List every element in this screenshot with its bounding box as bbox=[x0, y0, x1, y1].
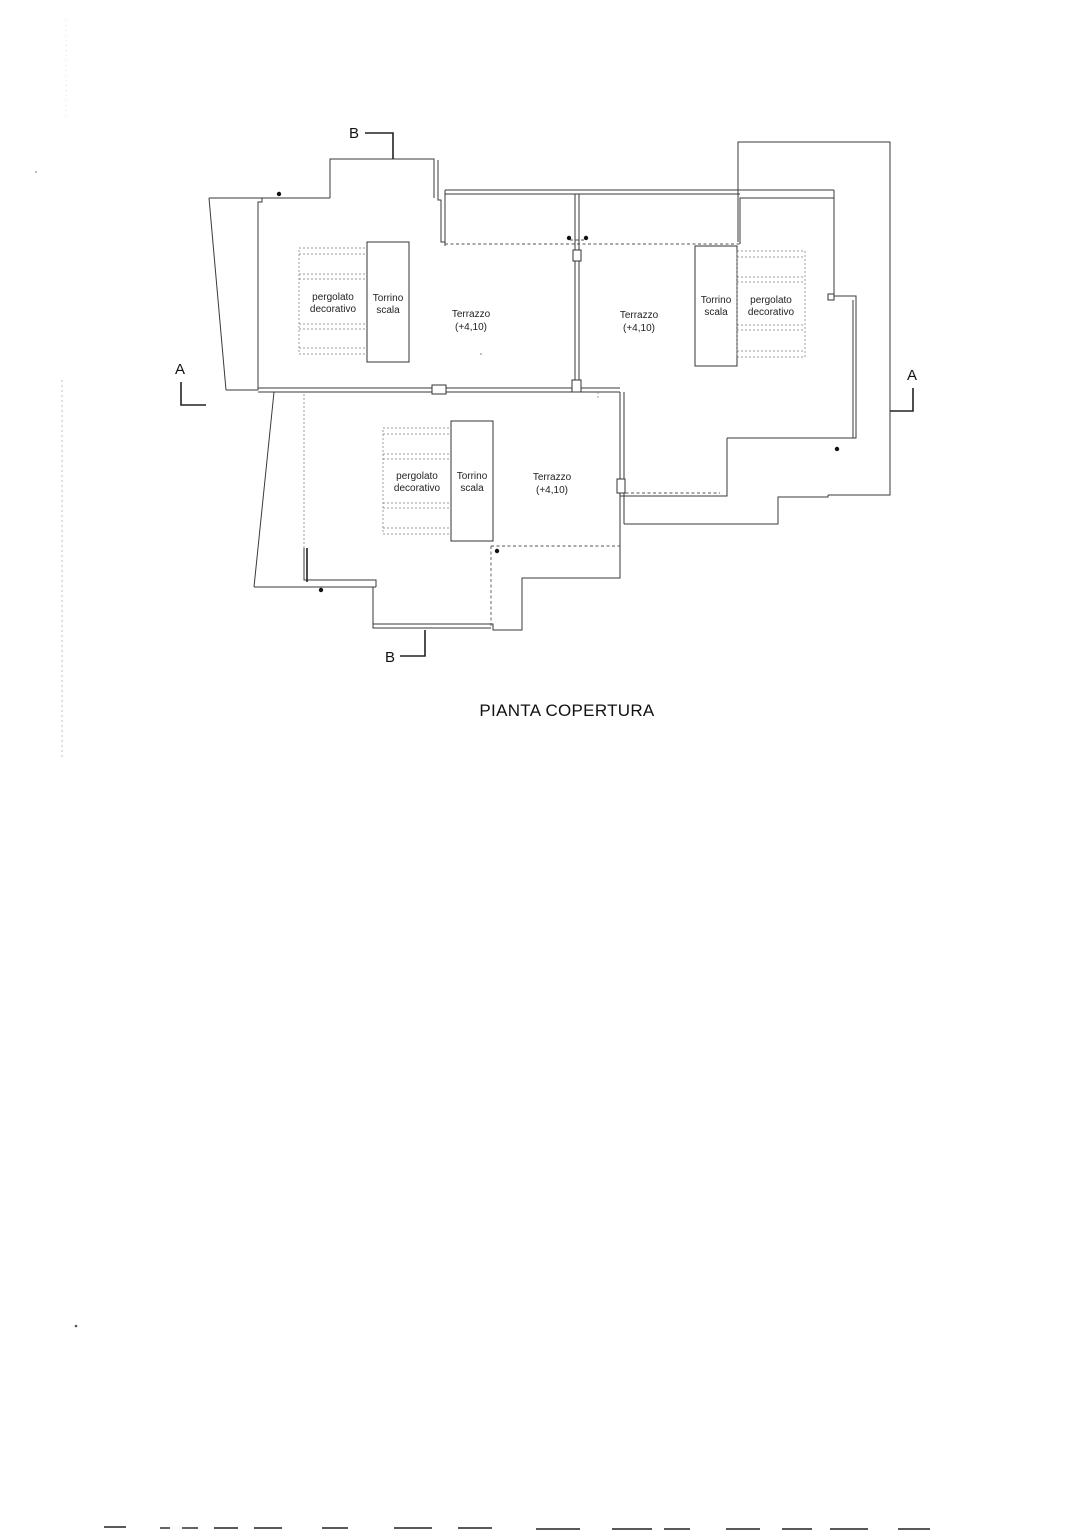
stair-tower-bottom-label-1: Torrino bbox=[457, 471, 488, 482]
stair-tower-right-label-2: scala bbox=[704, 307, 728, 318]
pergola-left: pergolato decorativo bbox=[298, 247, 368, 355]
section-marker-a-left: A bbox=[175, 361, 206, 406]
stair-tower-right: Torrino scala bbox=[694, 245, 738, 367]
stair-tower-left: Torrino scala bbox=[366, 241, 410, 363]
central-wall bbox=[431, 194, 584, 395]
terrace-left: Terrazzo (+4,10) bbox=[452, 309, 491, 333]
terrace-bottom-label-1: Terrazzo bbox=[533, 472, 572, 483]
lower-block bbox=[253, 391, 621, 631]
pergola-left-label-1: pergolato bbox=[312, 292, 354, 303]
pergola-bottom-label-1: pergolato bbox=[396, 471, 438, 482]
stair-tower-left-label-1: Torrino bbox=[373, 293, 404, 304]
pergola-bottom: pergolato decorativo bbox=[382, 427, 452, 535]
drain-points bbox=[276, 191, 840, 593]
pergola-left-label-2: decorativo bbox=[310, 304, 357, 315]
terrace-left-label-1: Terrazzo bbox=[452, 309, 491, 320]
section-marker-b-bottom: B bbox=[385, 630, 426, 666]
section-label-a-left: A bbox=[175, 361, 185, 378]
section-label-b-top: B bbox=[349, 125, 359, 142]
pergola-right-label-1: pergolato bbox=[750, 295, 792, 306]
pergola-right: pergolato decorativo bbox=[736, 250, 806, 358]
left-upper-block bbox=[208, 158, 834, 393]
scan-margin-marks bbox=[35, 20, 78, 1328]
stair-tower-bottom-label-2: scala bbox=[460, 483, 484, 494]
section-marker-a-right: A bbox=[890, 367, 917, 412]
terrace-right: Terrazzo (+4,10) bbox=[620, 310, 659, 334]
stair-tower-left-label-2: scala bbox=[376, 305, 400, 316]
terrace-right-label-1: Terrazzo bbox=[620, 310, 659, 321]
stair-tower-right-label-1: Torrino bbox=[701, 295, 732, 306]
section-marker-b-top: B bbox=[349, 125, 394, 159]
terrace-bottom-label-2: (+4,10) bbox=[536, 485, 568, 496]
terrace-bottom: Terrazzo (+4,10) bbox=[533, 472, 572, 496]
terrace-left-label-2: (+4,10) bbox=[455, 322, 487, 333]
right-block bbox=[616, 141, 891, 577]
pergola-bottom-label-2: decorativo bbox=[394, 483, 441, 494]
drawing-title: PIANTA COPERTURA bbox=[479, 701, 655, 720]
page-bottom-edge bbox=[104, 1526, 930, 1530]
section-label-b-bottom: B bbox=[385, 649, 395, 666]
stair-tower-bottom: Torrino scala bbox=[450, 420, 494, 542]
pergola-right-label-2: decorativo bbox=[748, 307, 795, 318]
section-label-a-right: A bbox=[907, 367, 917, 384]
terrace-right-label-2: (+4,10) bbox=[623, 323, 655, 334]
